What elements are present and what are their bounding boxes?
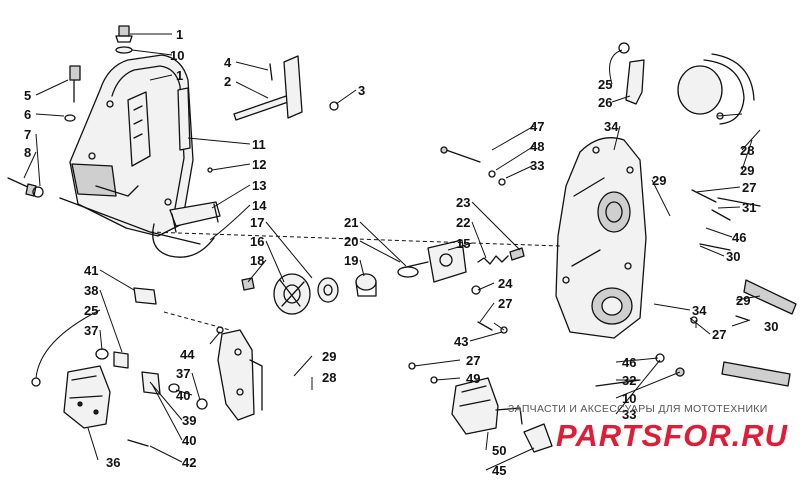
callout-40-b: 40 [182, 433, 196, 448]
bracket-block [31, 365, 149, 447]
callout-36: 36 [106, 455, 120, 470]
callout-21: 21 [344, 215, 358, 230]
callout-8: 8 [24, 145, 31, 160]
callout-17: 17 [250, 215, 264, 230]
callout-37-b: 37 [176, 366, 190, 381]
callout-41: 41 [84, 263, 98, 278]
part-drawings [7, 25, 797, 453]
callout-29-c: 29 [736, 293, 750, 308]
callout-45: 45 [492, 463, 506, 478]
callout-27-c: 27 [712, 327, 726, 342]
callout-2: 2 [224, 74, 231, 89]
callout-11: 11 [252, 137, 266, 152]
callout-49: 49 [466, 371, 480, 386]
callout-1: 1 [176, 68, 183, 83]
callout-50: 50 [492, 443, 506, 458]
callout-29-b: 29 [652, 173, 666, 188]
callout-7: 7 [24, 127, 31, 142]
drive-sprocket [241, 273, 339, 315]
watermark-logo: PARTSFOR.RU [556, 418, 789, 453]
output-shafts [721, 279, 797, 387]
callout-30-a: 30 [726, 249, 740, 264]
callout-33: 33 [622, 407, 636, 422]
gearcase-housing [555, 137, 647, 339]
callout-39: 39 [182, 413, 196, 428]
callout-10-b: 10 [622, 391, 636, 406]
callout-18: 18 [250, 253, 264, 268]
bracket-and-cable [152, 201, 221, 258]
chaincase-cover [59, 54, 201, 245]
callout-44: 44 [180, 347, 195, 362]
callout-12: 12 [252, 157, 266, 172]
callout-37-a: 37 [84, 323, 98, 338]
callouts: 1 10 1 4 2 3 5 6 7 8 11 12 13 14 17 16 1… [24, 27, 778, 478]
callout-28-a: 28 [740, 143, 754, 158]
callout-23: 23 [456, 195, 470, 210]
callout-13: 13 [252, 178, 266, 193]
callout-25-b: 25 [84, 303, 98, 318]
gearcase-fasteners [440, 146, 761, 387]
bearing-carrier [618, 42, 755, 125]
callout-25-a: 25 [598, 77, 612, 92]
callout-3: 3 [358, 83, 365, 98]
speed-sensor [408, 362, 553, 453]
callout-35: 34 [604, 119, 619, 134]
callout-4: 4 [224, 55, 232, 70]
shift-shaft-assembly [177, 55, 339, 173]
callout-43: 43 [454, 334, 468, 349]
callout-6: 6 [24, 107, 31, 122]
callout-20: 20 [344, 234, 358, 249]
callout-47: 47 [530, 119, 544, 134]
callout-46-a: 46 [732, 230, 746, 245]
callout-22: 22 [456, 215, 470, 230]
callout-27-b: 27 [742, 180, 756, 195]
watermark: ЗАПЧАСТИ И АКСЕССУАРЫ ДЛЯ МОТОТЕХНИКИ PA… [508, 403, 789, 453]
callout-9: 1 [176, 27, 183, 42]
callout-28-b: 28 [322, 370, 336, 385]
dipstick [64, 65, 81, 122]
callout-40: 40 [176, 388, 190, 403]
callout-46-b: 46 [622, 355, 636, 370]
callout-15: 15 [456, 236, 470, 251]
watermark-caption: ЗАПЧАСТИ И АКСЕССУАРЫ ДЛЯ МОТОТЕХНИКИ [508, 403, 768, 415]
leader-lines [23, 33, 761, 471]
callout-27-d: 27 [466, 353, 480, 368]
cover-bolt [7, 177, 44, 198]
callout-19: 19 [344, 253, 358, 268]
callout-38: 38 [84, 283, 98, 298]
callout-29-a: 29 [740, 163, 754, 178]
callout-16: 16 [250, 234, 264, 249]
callout-31: 31 [742, 200, 756, 215]
shift-housing [216, 326, 263, 421]
callout-42: 42 [182, 455, 196, 470]
callout-29-d: 29 [322, 349, 336, 364]
callout-10: 10 [170, 48, 184, 63]
callout-34-a: 33 [530, 158, 544, 173]
callout-34-b: 34 [692, 303, 707, 318]
callout-32: 32 [622, 373, 636, 388]
callout-5: 5 [24, 88, 31, 103]
callout-14: 14 [252, 198, 267, 213]
callout-24: 24 [498, 276, 513, 291]
tensioner-assembly [355, 239, 525, 297]
callout-26: 26 [598, 95, 612, 110]
vent-plug [115, 25, 133, 54]
callout-48: 48 [530, 139, 544, 154]
callout-30-b: 30 [764, 319, 778, 334]
callout-27-a: 27 [498, 296, 512, 311]
